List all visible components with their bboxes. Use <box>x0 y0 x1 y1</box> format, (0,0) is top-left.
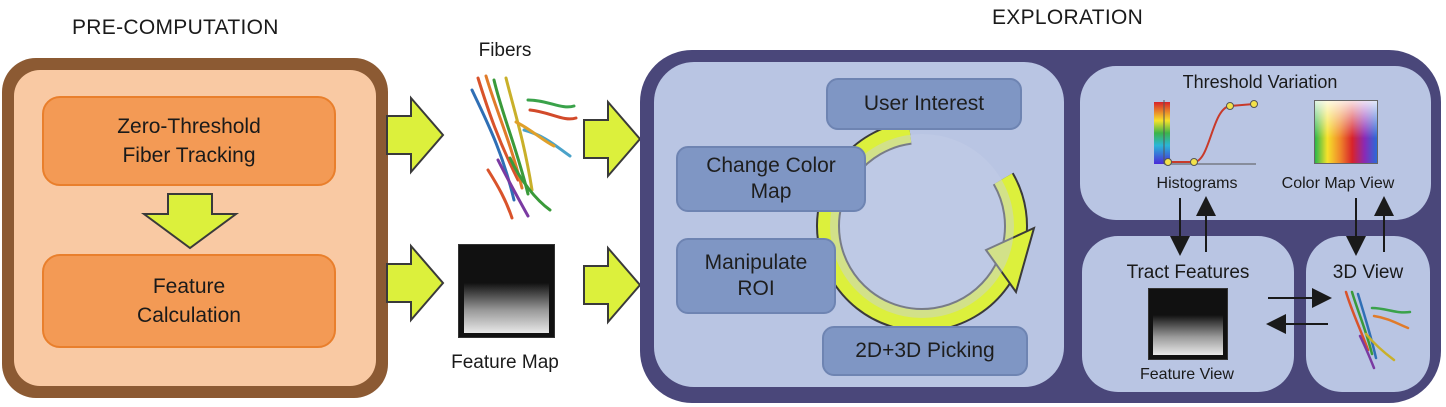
threshold-curve-image <box>1163 100 1258 166</box>
manipulate-roi-box: Manipulate ROI <box>676 238 836 314</box>
threshold-variation-title: Threshold Variation <box>1182 72 1338 92</box>
down-arrow-icon <box>140 193 240 250</box>
tract-features-title: Tract Features <box>1126 262 1250 283</box>
fibers-image <box>470 74 578 220</box>
exploration-title: EXPLORATION <box>992 6 1144 29</box>
feature-map-image <box>458 244 555 338</box>
3d-view-panel <box>1306 236 1430 392</box>
fibers-label: Fibers <box>478 40 532 61</box>
cycle-arrow-icon <box>816 119 1036 332</box>
color-map-view-image <box>1314 100 1378 164</box>
3d-view-title: 3D View <box>1332 262 1404 283</box>
connector-arrows <box>1170 196 1394 334</box>
3d-view-image <box>1344 290 1412 370</box>
feature-calculation-box: Feature Calculation <box>42 254 336 348</box>
arrow-right-icon <box>386 243 445 323</box>
arrow-right-icon <box>386 95 445 175</box>
histogram-colorbar <box>1154 102 1170 164</box>
user-interest-box: User Interest <box>826 78 1022 130</box>
precomputation-title: PRE-COMPUTATION <box>72 16 279 39</box>
arrow-right-icon <box>583 245 642 325</box>
change-color-map-box: Change Color Map <box>676 146 866 212</box>
histograms-label: Histograms <box>1156 175 1238 192</box>
zero-threshold-fiber-tracking-box: Zero-Threshold Fiber Tracking <box>42 96 336 186</box>
color-map-view-label: Color Map View <box>1281 175 1395 192</box>
arrow-right-icon <box>583 99 642 179</box>
feature-view-image <box>1148 288 1228 360</box>
picking-box: 2D+3D Picking <box>822 326 1028 376</box>
feature-view-label: Feature View <box>1140 366 1234 383</box>
feature-map-label: Feature Map <box>451 352 559 373</box>
